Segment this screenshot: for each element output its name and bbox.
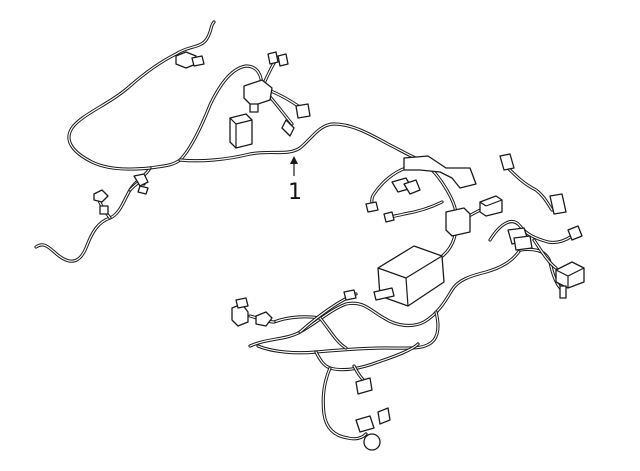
connector-lower-left [231, 289, 357, 327]
connector-right-cluster [499, 153, 585, 299]
connector-center-block [445, 195, 503, 237]
callout-arrow-icon [290, 156, 298, 164]
connector-top-left [175, 51, 205, 69]
callout-1: 1 [288, 156, 302, 205]
center-junction-bracket [365, 155, 477, 223]
connector-top-cluster [243, 51, 311, 137]
harness-right-branches [488, 166, 574, 270]
relay-block-left [229, 113, 253, 149]
control-module-box [373, 245, 445, 307]
connector-left-small [93, 189, 109, 215]
connector-bottom [355, 377, 391, 451]
clip-left-mid [133, 173, 149, 195]
callout-number: 1 [288, 180, 302, 205]
